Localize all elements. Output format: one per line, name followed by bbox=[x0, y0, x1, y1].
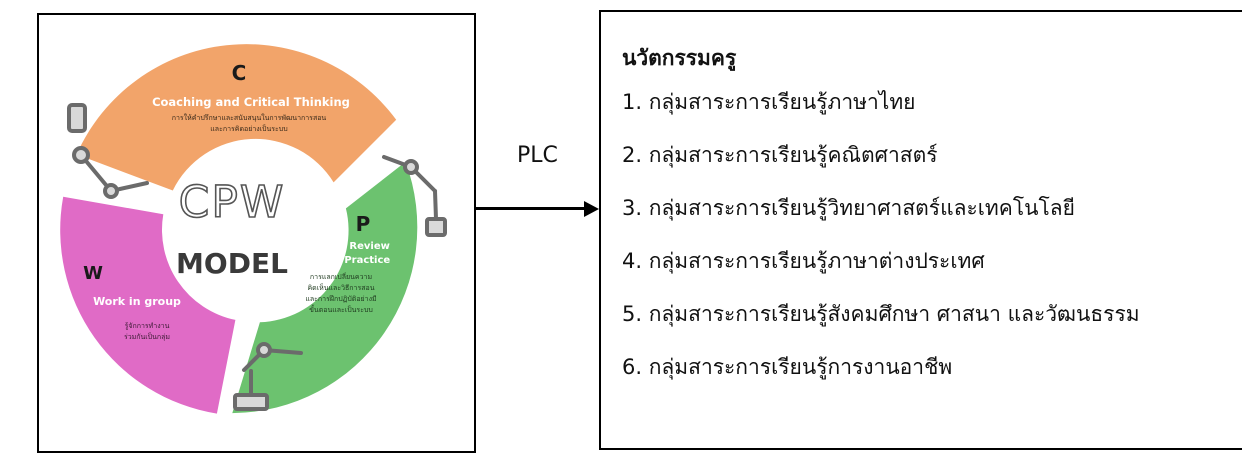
segment-desc-peer-2: คิดเห็นและวิธีการสอน bbox=[308, 283, 375, 292]
list-item: 1. กลุ่มสาระการเรียนรู้ภาษาไทย bbox=[622, 90, 916, 114]
segment-desc-peer-4: ขั้นตอนและเป็นระบบ bbox=[309, 303, 373, 314]
plc-label: PLC bbox=[517, 143, 558, 168]
arrow-right-icon bbox=[584, 201, 599, 217]
robot-arm-icon bbox=[382, 155, 447, 237]
arrow-line bbox=[476, 207, 588, 210]
segment-desc-coaching-2: และการคิดอย่างเป็นระบบ bbox=[210, 124, 287, 133]
segment-title-peer-1: Peer Review bbox=[320, 241, 390, 252]
segment-title-coaching: Coaching and Critical Thinking bbox=[152, 95, 350, 109]
segment-title-work: Work in group bbox=[93, 295, 181, 308]
segment-desc-work-1: รู้จักการทำงาน bbox=[125, 322, 170, 330]
list-item: 3. กลุ่มสาระการเรียนรู้วิทยาศาสตร์และเทค… bbox=[622, 196, 1075, 220]
cpw-model-panel: CPW MODEL C Coaching and Critical Thinki… bbox=[37, 13, 476, 453]
segment-coaching bbox=[76, 44, 397, 191]
list-item: 4. กลุ่มสาระการเรียนรู้ภาษาต่างประเทศ bbox=[622, 249, 985, 273]
segment-title-peer-2: and Practice bbox=[320, 255, 391, 266]
center-title-cpw: CPW bbox=[179, 177, 286, 228]
robot-arm-icon bbox=[233, 342, 303, 411]
robot-arm-icon bbox=[67, 103, 149, 199]
innovation-title: นวัตกรรมครู bbox=[622, 46, 737, 70]
segment-desc-peer-3: และการฝึกปฏิบัติอย่างมี bbox=[305, 294, 376, 303]
innovation-panel: นวัตกรรมครู 1. กลุ่มสาระการเรียนรู้ภาษาไ… bbox=[599, 10, 1242, 450]
innovation-list: 1. กลุ่มสาระการเรียนรู้ภาษาไทย 2. กลุ่มส… bbox=[622, 86, 1140, 404]
list-item: 2. กลุ่มสาระการเรียนรู้คณิตศาสตร์ bbox=[622, 143, 938, 167]
list-item: 5. กลุ่มสาระการเรียนรู้สังคมศึกษา ศาสนา … bbox=[622, 302, 1140, 326]
segment-letter-w: W bbox=[83, 263, 103, 284]
segment-desc-coaching-1: การให้คำปรึกษาและสนับสนุนในการพัฒนาการสอ… bbox=[172, 113, 327, 122]
center-title-model: MODEL bbox=[176, 247, 288, 280]
segment-desc-work-2: ร่วมกันเป็นกลุ่ม bbox=[124, 332, 170, 341]
segment-letter-c: C bbox=[232, 61, 247, 85]
segment-letter-p: P bbox=[356, 212, 371, 236]
segment-work-in-group bbox=[60, 196, 236, 414]
segment-desc-peer-1: การแลกเปลี่ยนความ bbox=[310, 272, 372, 281]
cpw-model-diagram: CPW MODEL C Coaching and Critical Thinki… bbox=[60, 44, 447, 414]
list-item: 6. กลุ่มสาระการเรียนรู้การงานอาชีพ bbox=[622, 355, 953, 379]
